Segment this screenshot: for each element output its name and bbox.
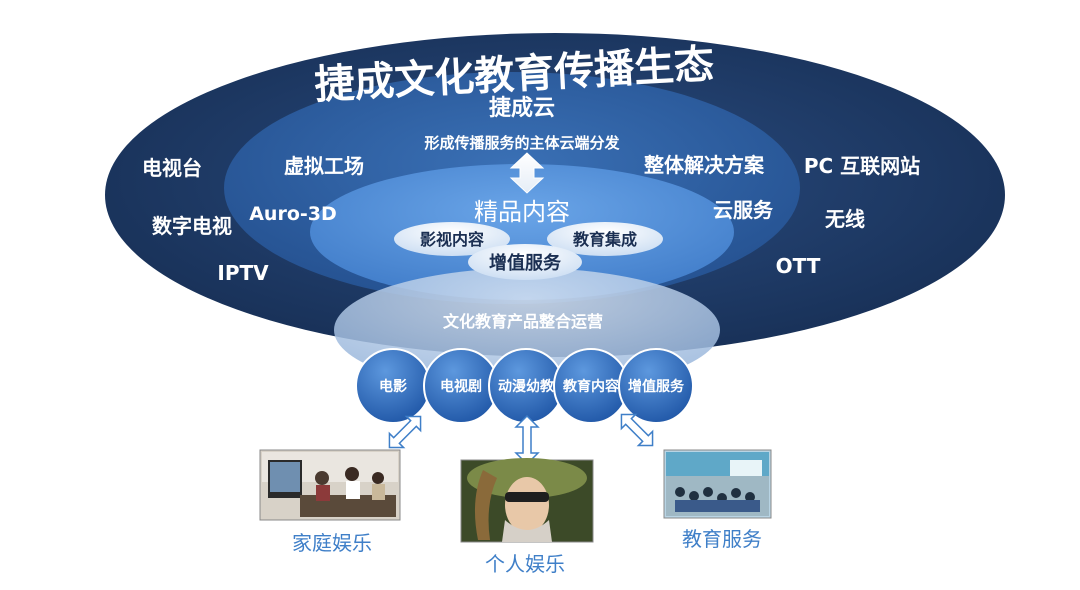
- core-pill-value-added-label: 增值服务: [489, 252, 562, 274]
- diagonal-arrow-left-icon: [388, 415, 422, 449]
- product-tv-drama: 电视剧: [423, 348, 499, 424]
- product-education-content: 教育内容: [553, 348, 629, 424]
- middle-item-total-solution: 整体解决方案: [643, 153, 765, 177]
- core-ellipse: [310, 164, 734, 300]
- education-services-photo: [663, 449, 772, 519]
- outer-item-ott: OTT: [776, 254, 821, 278]
- product-tv-drama-label: 电视剧: [440, 378, 482, 395]
- personal-entertainment-photo: [460, 458, 594, 543]
- core-pill-education: 教育集成: [547, 222, 663, 256]
- scenario-education-services: 教育服务: [682, 527, 762, 551]
- product-value-added: 增值服务: [618, 348, 694, 424]
- scenario-home-entertainment: 家庭娱乐: [292, 531, 372, 555]
- outer-item-wireless: 无线: [825, 207, 865, 231]
- diagonal-arrow-right-icon: [620, 413, 654, 447]
- scenario-personal-entertainment: 个人娱乐: [485, 552, 565, 576]
- product-value-added-label: 增值服务: [628, 378, 685, 395]
- outer-item-pc-web: PC 互联网站: [804, 154, 920, 178]
- vertical-arrow-center-icon: [514, 414, 540, 466]
- middle-item-virtual-studio: 虚拟工场: [284, 154, 364, 178]
- product-animation-preschool-label: 动漫幼教: [498, 378, 555, 395]
- middle-item-cloud-service: 云服务: [713, 198, 774, 222]
- updown-arrow-icon: [509, 152, 545, 194]
- core-pill-education-label: 教育集成: [573, 230, 637, 249]
- outer-item-digital-tv: 数字电视: [152, 214, 232, 238]
- core-pill-value-added: 增值服务: [468, 244, 582, 280]
- core-pill-film-label: 影视内容: [420, 230, 484, 249]
- core-pill-film: 影视内容: [394, 222, 510, 256]
- operation-ellipse: [334, 268, 720, 392]
- product-film-label: 电影: [379, 378, 407, 395]
- product-education-content-label: 教育内容: [563, 378, 619, 395]
- home-entertainment-photo: [259, 449, 401, 521]
- product-film: 电影: [355, 348, 431, 424]
- middle-item-auro3d: Auro-3D: [249, 203, 337, 225]
- cloud-description: 形成传播服务的主体云端分发: [424, 134, 620, 152]
- product-animation-preschool: 动漫幼教: [488, 348, 564, 424]
- operation-title: 文化教育产品整合运营: [443, 312, 603, 331]
- outer-item-iptv: IPTV: [217, 261, 269, 285]
- core-title: 精品内容: [474, 198, 570, 226]
- outer-item-tv-station: 电视台: [142, 156, 202, 180]
- cloud-title: 捷成云: [489, 96, 555, 121]
